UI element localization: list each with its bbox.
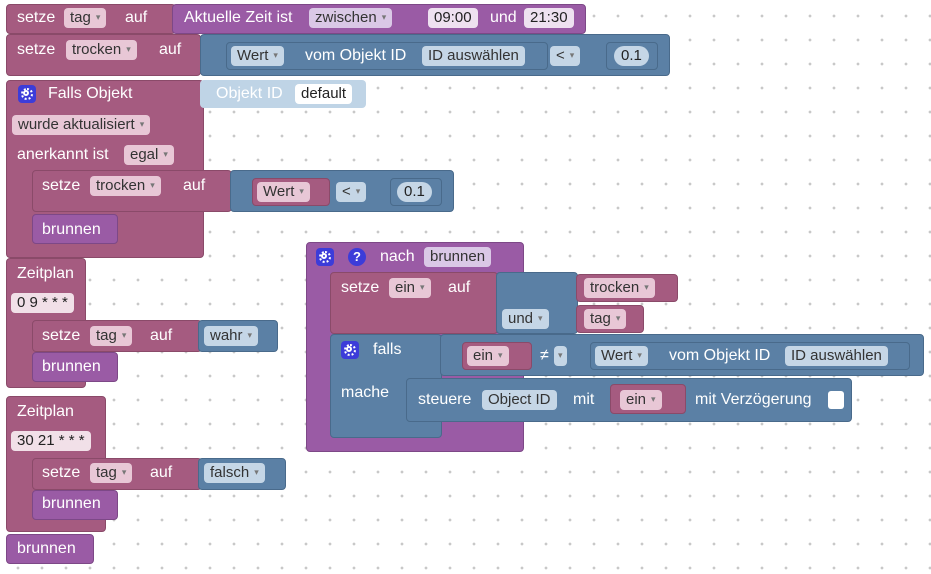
var-dropdown-tag[interactable]: tag▾ <box>584 309 627 329</box>
cron-field[interactable]: 30 21 * * * <box>11 431 91 451</box>
set-label: setze <box>42 177 81 194</box>
and-label: und <box>490 9 517 26</box>
cron-field[interactable]: 0 9 * * * <box>11 293 74 313</box>
chevron-down-icon: ▾ <box>558 350 563 360</box>
chevron-down-icon: ▾ <box>139 119 145 129</box>
call-label: brunnen <box>42 221 101 238</box>
chevron-down-icon: ▾ <box>95 12 101 22</box>
of-object-label: vom Objekt ID <box>305 47 407 64</box>
time-from-field[interactable]: 09:00 <box>428 8 478 28</box>
schedule-title: Zeitplan <box>17 265 74 282</box>
threshold-field[interactable]: 0.1 <box>397 182 432 202</box>
chevron-down-icon: ▾ <box>651 394 656 404</box>
call-brunnen-block[interactable] <box>32 214 118 244</box>
var-dropdown-trocken[interactable]: trocken▾ <box>66 40 137 60</box>
neq-symbol: ≠ <box>540 347 549 364</box>
chevron-down-icon: ▾ <box>121 330 127 340</box>
trigger-title: Falls Objekt <box>48 85 133 102</box>
set-label: setze <box>17 41 56 58</box>
delay-label: mit Verzögerung <box>695 391 812 408</box>
procedure-name-field[interactable]: brunnen <box>424 247 492 267</box>
call-label: brunnen <box>42 358 101 375</box>
chevron-down-icon: ▾ <box>299 186 304 196</box>
if-label: falls <box>373 341 402 358</box>
ack-dropdown[interactable]: egal▾ <box>124 145 174 165</box>
var-dropdown-tag[interactable]: tag▾ <box>90 326 133 346</box>
chevron-down-icon: ▾ <box>381 12 387 22</box>
chevron-down-icon: ▾ <box>637 350 642 360</box>
var-dropdown-ein[interactable]: ein▾ <box>620 390 662 410</box>
to-label: auf <box>150 327 173 344</box>
chevron-down-icon: ▾ <box>163 149 168 159</box>
procedure-header: nach <box>380 248 415 265</box>
to-label: auf <box>159 41 182 58</box>
chevron-down-icon: ▾ <box>273 50 278 60</box>
object-id-selector[interactable]: ID auswählen <box>422 46 525 66</box>
gear-icon[interactable] <box>316 248 334 266</box>
control-label: steuere <box>418 391 472 408</box>
var-dropdown-ein[interactable]: ein▾ <box>389 278 431 298</box>
chevron-down-icon: ▾ <box>569 50 575 60</box>
value-dropdown[interactable]: Wert▾ <box>257 182 310 202</box>
chevron-down-icon: ▾ <box>538 313 543 323</box>
call-label: brunnen <box>42 495 101 512</box>
object-id-field[interactable]: default <box>295 84 353 104</box>
chevron-down-icon: ▾ <box>498 350 503 360</box>
compare-op-dropdown[interactable]: <▾ <box>336 182 367 202</box>
do-label: mache <box>341 384 390 401</box>
threshold-field[interactable]: 0.1 <box>614 46 649 66</box>
chevron-down-icon: ▾ <box>150 180 155 190</box>
time-to-field[interactable]: 21:30 <box>524 8 574 28</box>
bool-dropdown[interactable]: wahr▾ <box>204 326 259 346</box>
delay-checkbox[interactable] <box>828 391 844 409</box>
set-label: setze <box>42 327 81 344</box>
call-brunnen-block[interactable] <box>32 352 118 382</box>
var-dropdown-tag[interactable]: tag▾ <box>64 8 107 28</box>
var-dropdown-trocken[interactable]: trocken▾ <box>90 176 161 196</box>
chevron-down-icon: ▾ <box>420 282 425 292</box>
of-object-label: vom Objekt ID <box>669 347 771 364</box>
schedule-title: Zeitplan <box>17 403 74 420</box>
call-label: brunnen <box>17 540 76 557</box>
with-label: mit <box>573 391 595 408</box>
chevron-down-icon: ▾ <box>644 282 649 292</box>
call-brunnen-block[interactable] <box>32 490 118 520</box>
control-target-selector[interactable]: Object ID <box>482 390 557 410</box>
chevron-down-icon: ▾ <box>126 44 131 54</box>
var-dropdown-ein[interactable]: ein▾ <box>467 346 509 366</box>
value-dropdown[interactable]: Wert▾ <box>595 346 648 366</box>
object-id-selector[interactable]: ID auswählen <box>785 346 888 366</box>
chevron-down-icon: ▾ <box>615 313 621 323</box>
set-label: setze <box>17 9 56 26</box>
help-icon[interactable]: ? <box>348 248 366 266</box>
object-id-label: Objekt ID <box>216 85 283 102</box>
chevron-down-icon: ▾ <box>121 467 127 477</box>
to-label: auf <box>125 9 148 26</box>
and-op-dropdown[interactable]: und▾ <box>502 309 549 329</box>
to-label: auf <box>448 279 471 296</box>
bool-dropdown[interactable]: falsch▾ <box>204 463 265 483</box>
gear-icon[interactable] <box>341 341 359 359</box>
call-brunnen-block[interactable] <box>6 534 94 564</box>
time-label: Aktuelle Zeit ist <box>184 9 293 26</box>
to-label: auf <box>150 464 173 481</box>
to-label: auf <box>183 177 206 194</box>
var-dropdown-tag[interactable]: tag▾ <box>90 463 133 483</box>
ack-label: anerkannt ist <box>17 146 109 163</box>
chevron-down-icon: ▾ <box>355 186 361 196</box>
set-label: setze <box>341 279 380 296</box>
var-dropdown-trocken[interactable]: trocken▾ <box>584 278 655 298</box>
chevron-down-icon: ▾ <box>247 330 253 340</box>
updated-dropdown[interactable]: wurde aktualisiert▾ <box>12 115 151 135</box>
value-dropdown[interactable]: Wert▾ <box>231 46 284 66</box>
set-label: setze <box>42 464 81 481</box>
time-op-dropdown[interactable]: zwischen▾ <box>309 8 393 28</box>
gear-icon[interactable] <box>18 85 36 103</box>
compare-op-dropdown[interactable]: <▾ <box>550 46 581 66</box>
compare-op-dropdown[interactable]: ▾ <box>554 346 567 366</box>
chevron-down-icon: ▾ <box>254 467 259 477</box>
